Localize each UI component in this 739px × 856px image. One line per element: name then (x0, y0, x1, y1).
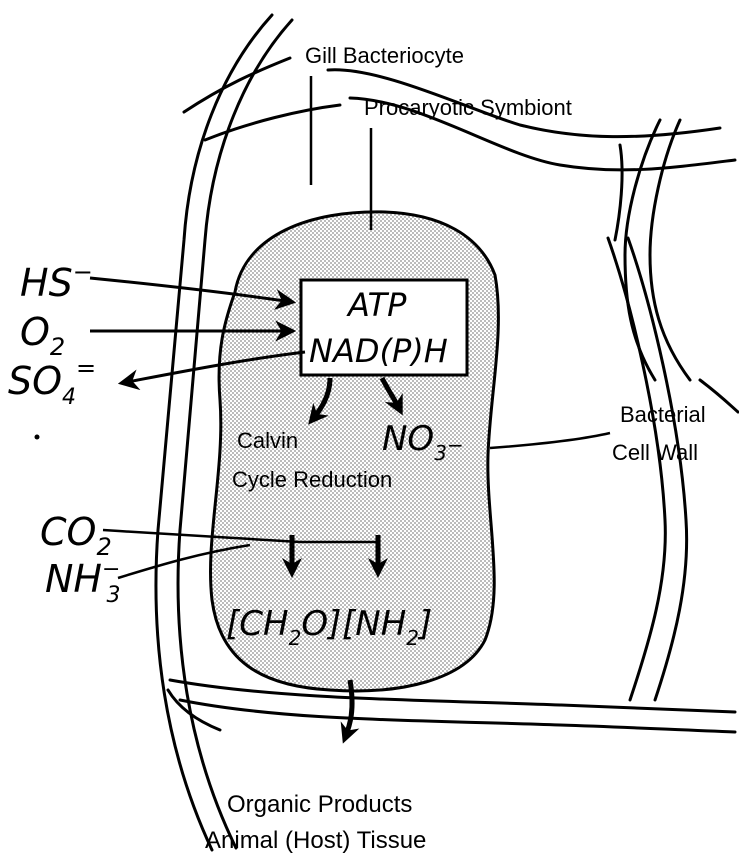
right-lower-wall-b (628, 238, 687, 700)
bacterial-cell-wall-label-1: Bacterial (620, 402, 706, 427)
right-cell-wall-upper (615, 145, 622, 240)
bottom-cell-wall-b (180, 700, 735, 732)
right-cell-wall-a (625, 120, 660, 380)
nh3-formula: NH−3 (45, 557, 120, 608)
calvin-label: Calvin (237, 428, 298, 453)
nitrate-charge: − (447, 433, 464, 457)
carb-base: CH (239, 604, 288, 644)
nh3-sub: 3 (106, 583, 120, 608)
amine-sub: 2 (406, 626, 419, 650)
animal-host-tissue-label: Animal (Host) Tissue (205, 827, 426, 854)
nitrate-sub: 3 (434, 441, 447, 465)
co2-base: CO (40, 510, 96, 554)
cycle-reduction-label: Cycle Reduction (232, 467, 392, 492)
carbohydrate-product: [CH2O] (226, 604, 341, 650)
hs-formula: HS− (20, 258, 93, 305)
so4-sub: 4 (62, 385, 76, 410)
bacterial-cell-wall-label-2: Cell Wall (612, 440, 698, 465)
amine-product: [NH2] (342, 604, 432, 650)
stray-dot (35, 435, 40, 440)
o2-base: O (20, 310, 50, 354)
atp-label: ATP (346, 286, 407, 324)
nh3-base: NH (45, 557, 102, 601)
right-bottom-edge (700, 380, 738, 412)
gill-bacteriocyte-label: Gill Bacteriocyte (305, 43, 464, 68)
bottom-cell-wall-a (170, 680, 735, 712)
cell-wall-leader (490, 433, 610, 448)
procaryotic-symbiont-label: Procaryotic Symbiont (364, 95, 572, 120)
hs-base: HS (20, 261, 73, 305)
right-cell-wall-b (650, 120, 690, 380)
co2-formula: CO2 (40, 510, 112, 561)
carb-tail: O] (301, 604, 341, 644)
amine-close: ] (417, 604, 432, 644)
amine-base: NH (355, 604, 406, 644)
nh3-charge: − (102, 557, 120, 582)
nadph-label: NAD(P)H (309, 332, 448, 370)
o2-sub: 2 (50, 333, 65, 361)
so4-base: SO (8, 359, 62, 403)
o2-formula: O2 (20, 310, 65, 361)
nitrate-base: NO (382, 419, 434, 459)
organic-products-label: Organic Products (227, 791, 412, 818)
so4-formula: SO4= (8, 354, 96, 410)
carb-sub: 2 (289, 626, 302, 650)
so4-charge: = (76, 354, 96, 382)
hs-charge: − (73, 258, 93, 286)
